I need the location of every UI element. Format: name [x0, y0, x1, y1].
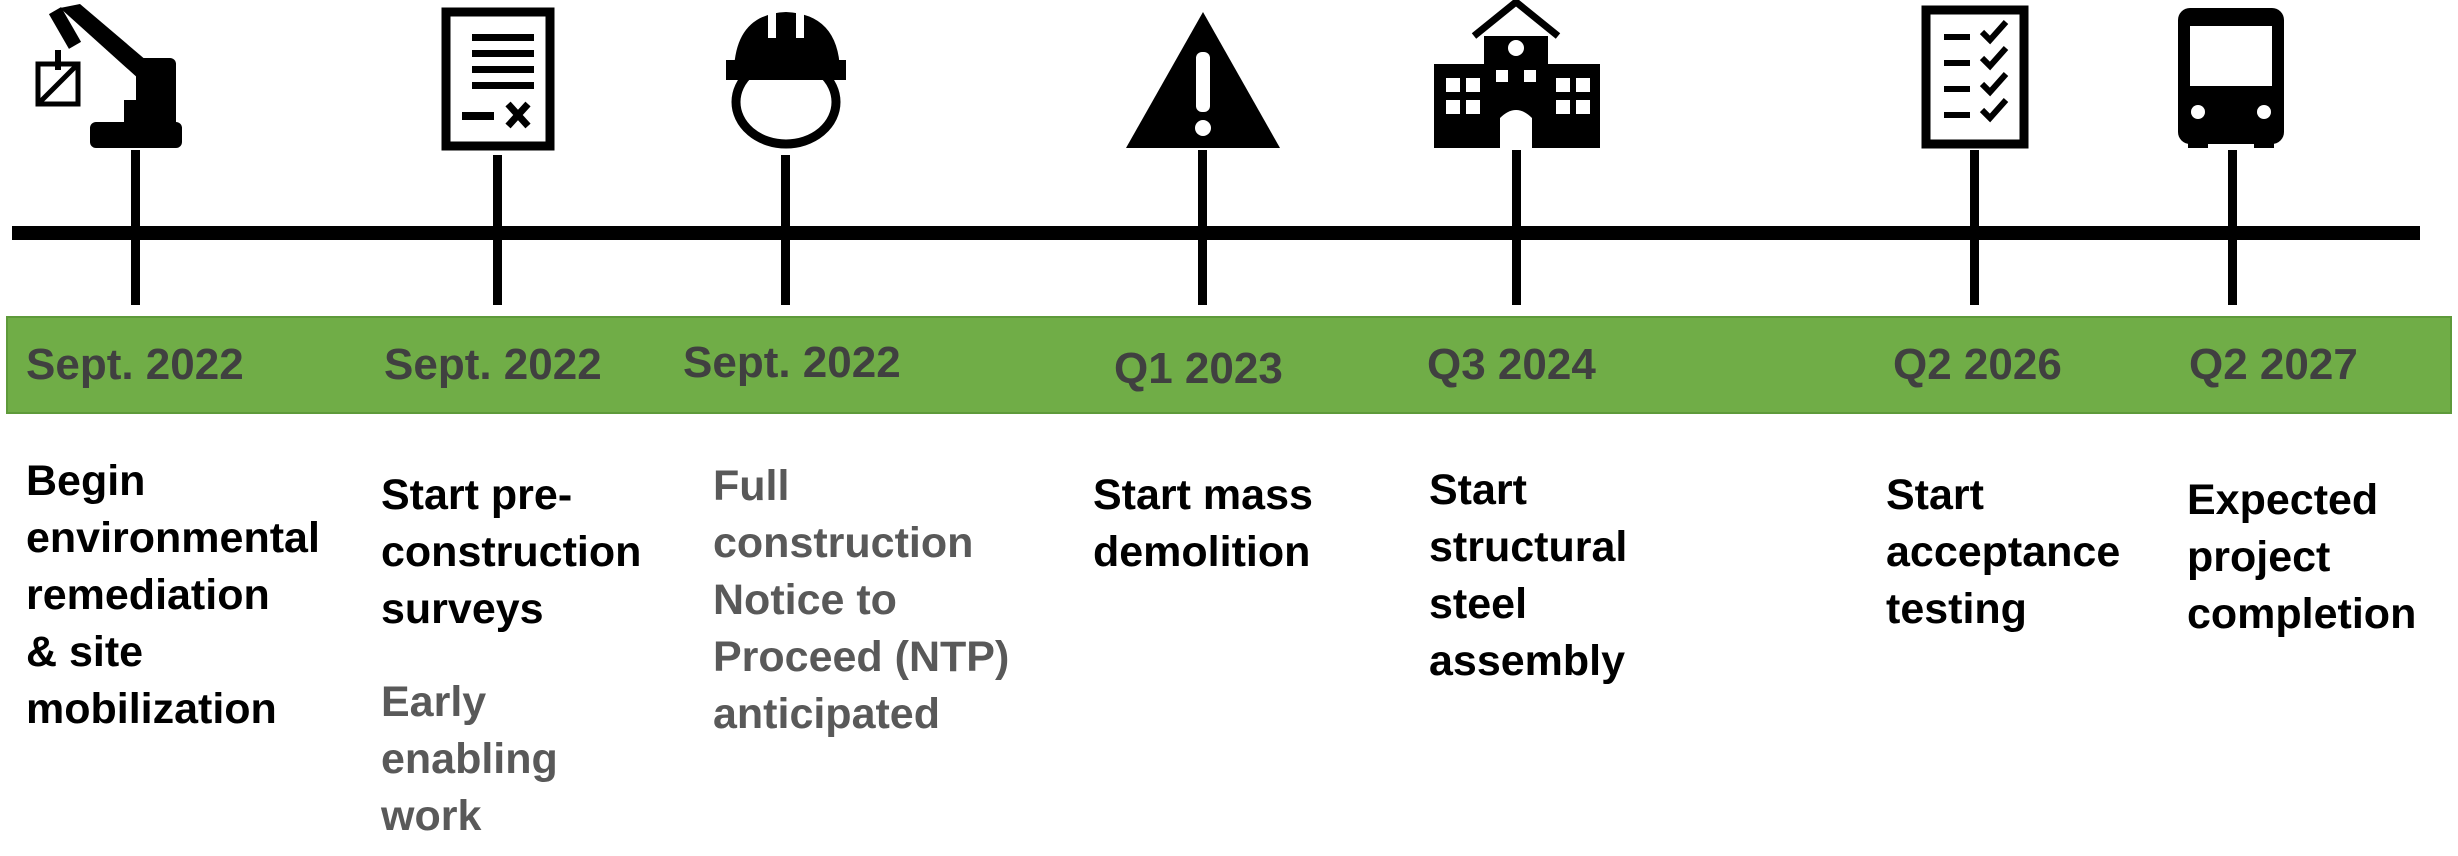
milestone-date: Q3 2024 — [1427, 340, 1596, 389]
timeline-tick — [493, 155, 502, 305]
description-line: remediation — [26, 571, 270, 619]
milestone-date: Q2 2027 — [2189, 340, 2358, 389]
description-line: steel — [1429, 580, 1528, 628]
description-line: project — [2187, 533, 2331, 581]
description-line: completion — [2187, 590, 2417, 638]
milestone-description: Start structural steel assembly — [1429, 462, 1627, 690]
hard-hat-icon — [726, 8, 846, 149]
description-line: Start pre- — [381, 471, 573, 519]
milestone-description: Start acceptance testing — [1886, 467, 2120, 638]
description-line: acceptance — [1886, 528, 2121, 576]
description-line: structural — [1429, 523, 1628, 571]
description-line: Begin — [26, 457, 146, 505]
description-line: Proceed (NTP) — [713, 633, 1010, 681]
milestone-description: Start pre- construction surveys Early en… — [381, 467, 641, 845]
milestone-description: Full construction Notice to Proceed (NTP… — [713, 458, 1009, 743]
milestone-description: Expected project completion — [2187, 472, 2416, 643]
description-line: Start — [1886, 471, 1984, 519]
milestone-description: Begin environmental remediation & site m… — [26, 453, 320, 738]
description-line: construction — [381, 528, 642, 576]
description-line: Notice to — [713, 576, 897, 624]
document-icon — [441, 7, 555, 151]
milestone-date: Sept. 2022 — [26, 340, 244, 389]
description-line: anticipated — [713, 690, 940, 738]
description-line: Start mass — [1093, 471, 1313, 519]
milestone-date: Q2 2026 — [1893, 340, 2062, 389]
description-line: surveys — [381, 585, 544, 633]
timeline-tick — [1512, 150, 1521, 305]
milestone-date: Q1 2023 — [1114, 344, 1283, 393]
description-line: mobilization — [26, 685, 277, 733]
milestone-description: Start mass demolition — [1093, 467, 1313, 581]
description-line: assembly — [1429, 637, 1626, 685]
milestone-date: Sept. 2022 — [683, 338, 901, 387]
description-note-line: Early — [381, 678, 487, 726]
timeline-tick — [131, 150, 140, 305]
description-line: demolition — [1093, 528, 1311, 576]
description-line: construction — [713, 519, 974, 567]
crane-icon — [35, 4, 182, 148]
description-line: environmental — [26, 514, 320, 562]
timeline-tick — [2228, 150, 2237, 305]
description-note-line: work — [381, 792, 482, 840]
milestone-date: Sept. 2022 — [384, 340, 602, 389]
description-note-line: enabling — [381, 735, 558, 783]
description-line: Full — [713, 462, 790, 510]
warning-icon — [1126, 12, 1280, 148]
timeline-axis — [12, 226, 2420, 240]
checklist-icon — [1921, 5, 2029, 149]
timeline-tick — [1970, 150, 1979, 305]
description-line: Expected — [2187, 476, 2379, 524]
bus-icon — [2178, 8, 2284, 148]
date-band — [6, 316, 2452, 414]
timeline-tick — [1198, 150, 1207, 305]
description-line: & site — [26, 628, 144, 676]
description-line: Start — [1429, 466, 1527, 514]
building-icon — [1434, 0, 1600, 148]
description-line: testing — [1886, 585, 2027, 633]
timeline-tick — [781, 155, 790, 305]
